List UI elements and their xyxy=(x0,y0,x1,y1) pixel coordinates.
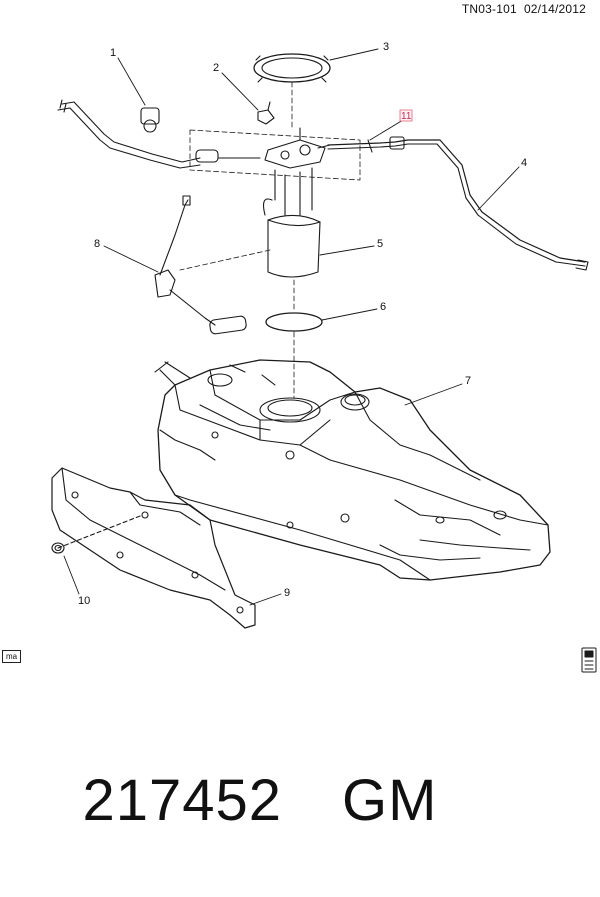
callout-11-marker xyxy=(399,109,413,122)
callout-3: 3 xyxy=(383,41,389,53)
callout-labels: 1 2 3 4 5 6 7 8 9 10 11 xyxy=(78,41,527,607)
document-info-icon xyxy=(581,647,597,673)
callout-11: 11 xyxy=(401,111,412,122)
callout-2: 2 xyxy=(213,62,219,74)
footer-caption: 217452 GM xyxy=(14,705,437,897)
leader-lines xyxy=(63,48,520,606)
evap-pipe xyxy=(57,99,261,169)
ma-badge: ma xyxy=(2,650,21,663)
callout-9: 9 xyxy=(284,587,290,599)
fuel-level-sensor xyxy=(154,195,247,335)
assembly-axis xyxy=(179,81,361,399)
exploded-view-drawing: 1 2 3 4 5 6 7 8 9 10 11 xyxy=(51,41,597,673)
fuel-feed-line xyxy=(327,136,589,271)
header-reference: TN03-101 02/14/2012 xyxy=(462,2,586,16)
tank-shield xyxy=(51,467,256,629)
callout-10: 10 xyxy=(78,595,90,607)
callout-1: 1 xyxy=(110,47,116,59)
doc-ref: TN03-101 xyxy=(461,2,517,16)
vent-valve xyxy=(257,101,275,125)
callout-7: 7 xyxy=(465,375,471,387)
part-number: 217452 xyxy=(82,768,283,833)
fuel-tank xyxy=(154,359,551,581)
callout-8: 8 xyxy=(94,238,100,250)
fuel-pump-seal xyxy=(265,312,323,332)
diagram-canvas: TN03-101 02/14/2012 xyxy=(2,2,597,833)
doc-date: 02/14/2012 xyxy=(523,2,586,16)
lock-ring xyxy=(253,53,331,83)
callout-5: 5 xyxy=(377,238,383,250)
brand-name: GM xyxy=(342,768,438,833)
push-pin-fastener xyxy=(51,515,141,554)
fuel-pump-module xyxy=(263,127,331,278)
callout-6: 6 xyxy=(380,301,386,313)
callout-4: 4 xyxy=(521,157,527,169)
